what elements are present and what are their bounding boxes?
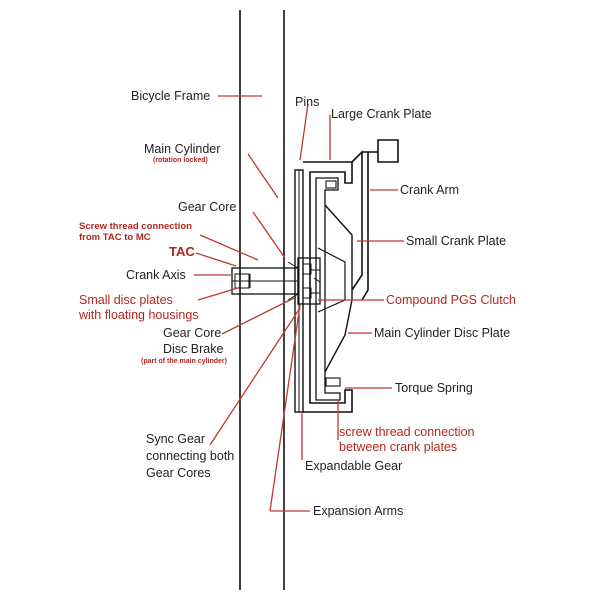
labels: Bicycle Frame Pins Large Crank Plate Mai… <box>78 89 516 518</box>
leader-main-cylinder <box>247 153 279 199</box>
gear-core-hub <box>297 257 321 305</box>
label-gear-core-disc-brake-note: (part of the main cylinder) <box>141 358 227 365</box>
label-screw-thread-crank-1: screw thread connection <box>339 425 475 439</box>
label-torque-spring: Torque Spring <box>395 381 473 395</box>
label-screw-thread-tac-2: from TAC to MC <box>79 232 151 243</box>
label-small-disc-plates-1: Small disc plates <box>79 293 173 307</box>
leader-gear-core <box>252 211 286 259</box>
label-sync-gear-2: connecting both <box>146 449 234 463</box>
leader-pins <box>299 103 309 161</box>
torque-spring <box>325 377 341 387</box>
leader-screw-thread-tac <box>199 234 259 261</box>
label-main-cylinder-note: (rotation locked) <box>153 157 208 164</box>
mechanism <box>231 139 399 413</box>
crank-handle-top <box>362 139 399 163</box>
main-cylinder-disc-plate <box>317 247 346 313</box>
clutch-line-3 <box>313 277 321 283</box>
label-large-crank-plate: Large Crank Plate <box>331 107 432 121</box>
label-tac: TAC <box>169 244 195 259</box>
crank-arm-bracket <box>351 150 363 291</box>
label-gear-core: Gear Core <box>178 200 236 214</box>
leader-lines <box>194 95 404 512</box>
label-pins: Pins <box>295 95 319 109</box>
crank-axis-bevel-bottom <box>287 293 299 301</box>
label-small-crank-plate: Small Crank Plate <box>406 234 506 248</box>
bicycle-frame-lines <box>239 10 285 590</box>
leader-tac <box>195 252 237 267</box>
label-main-cylinder-disc-plate: Main Cylinder Disc Plate <box>374 326 510 340</box>
label-compound-pgs-clutch: Compound PGS Clutch <box>386 293 516 307</box>
main-cylinder-housing <box>315 177 341 401</box>
label-sync-gear-1: Sync Gear <box>146 432 205 446</box>
label-expandable-gear: Expandable Gear <box>305 459 402 473</box>
label-sync-gear-3: Gear Cores <box>146 466 211 480</box>
leader-gear-core-brake <box>221 297 295 335</box>
label-crank-arm: Crank Arm <box>400 183 459 197</box>
leader-sync-gear <box>209 307 301 446</box>
label-screw-thread-tac-1: Screw thread connection <box>79 221 192 232</box>
label-gear-core-disc-brake-2: Disc Brake <box>163 342 223 356</box>
label-main-cylinder: Main Cylinder <box>144 142 220 156</box>
torque-spring-upper <box>325 180 337 189</box>
leader-small-disc-plates <box>197 287 239 301</box>
label-gear-core-disc-brake-1: Gear Core <box>163 326 221 340</box>
clutch-element-top <box>302 263 312 275</box>
label-crank-axis: Crank Axis <box>126 268 186 282</box>
label-small-disc-plates-2: with floating housings <box>78 308 199 322</box>
crank-arm <box>361 152 369 301</box>
label-bicycle-frame: Bicycle Frame <box>131 89 210 103</box>
leader-expansion-arms <box>269 304 301 512</box>
label-expansion-arms: Expansion Arms <box>313 504 403 518</box>
crank-axis-bevel-top <box>287 261 299 269</box>
label-screw-thread-crank-2: between crank plates <box>339 440 457 454</box>
small-crank-plate <box>324 204 353 373</box>
